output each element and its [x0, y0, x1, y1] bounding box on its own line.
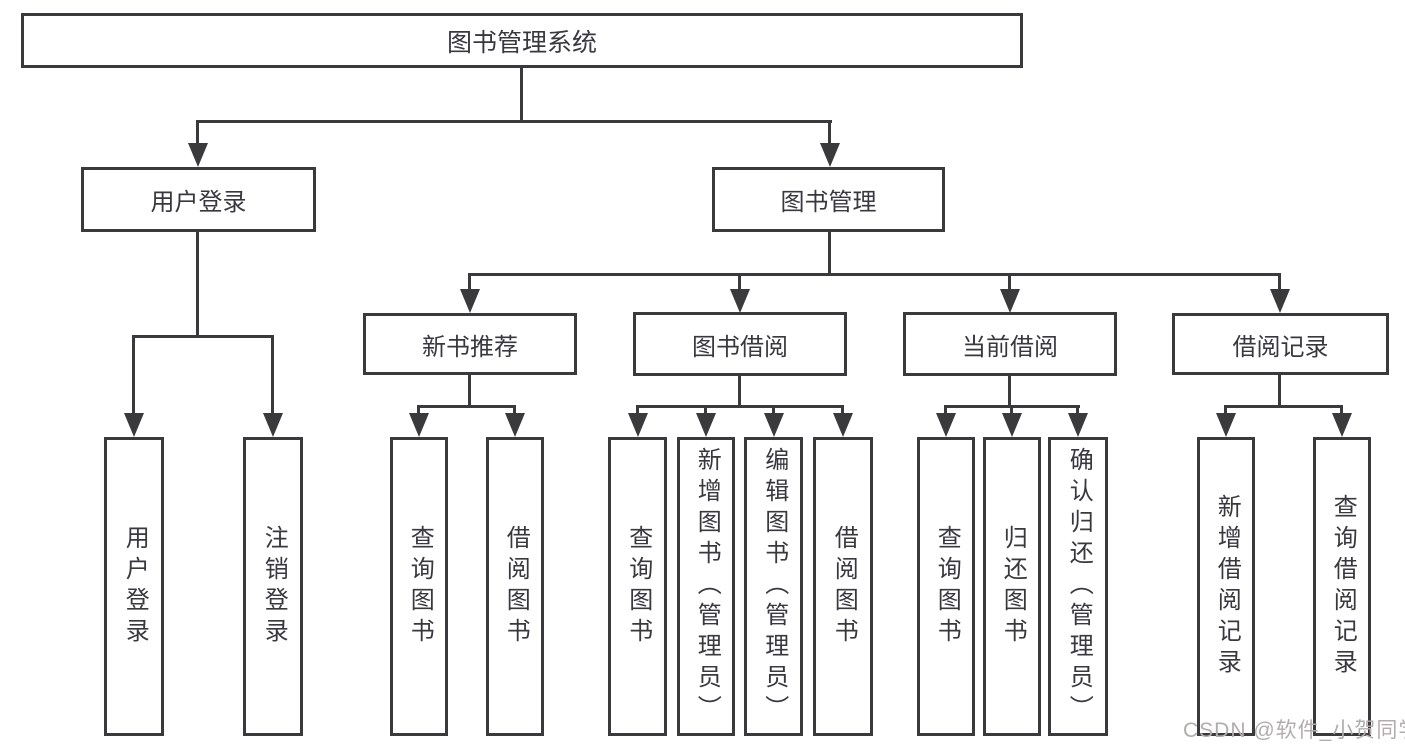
leaf-label: 编辑图书（管理员）: [760, 447, 788, 726]
arrow-head: [505, 413, 525, 437]
leaf-user-login: 用户登录: [104, 437, 164, 736]
connector-line: [1076, 405, 1079, 417]
arrow-head: [460, 289, 480, 313]
connector-line: [636, 405, 639, 417]
connector-line: [738, 376, 741, 405]
arrow-head: [409, 413, 429, 437]
node-new-book-recommend: 新书推荐: [363, 313, 577, 375]
connector-line: [828, 120, 831, 148]
leaf-confirm-return-admin: 确认归还（管理员）: [1048, 437, 1108, 736]
connector-line: [772, 405, 775, 417]
leaf-label: 确认归还（管理员）: [1065, 447, 1093, 726]
connector-line: [1010, 405, 1013, 417]
node-label: 图书管理: [780, 189, 877, 216]
leaf-label: 归还图书: [999, 524, 1027, 649]
arrow-head: [833, 413, 853, 437]
connector-line: [196, 120, 832, 123]
connector-line: [1224, 405, 1343, 408]
node-label: 新书推荐: [422, 333, 518, 361]
leaf-borrow-books-recommend: 借阅图书: [486, 437, 544, 736]
arrow-head: [124, 413, 144, 437]
connector-line: [271, 335, 274, 417]
leaf-label: 用户登录: [121, 524, 149, 649]
leaf-logout: 注销登录: [243, 437, 303, 736]
leaf-label: 借阅图书: [502, 524, 530, 649]
arrow-head: [1068, 413, 1088, 437]
arrow-head: [1270, 289, 1290, 313]
connector-line: [944, 405, 947, 417]
leaf-query-borrow-record: 查询借阅记录: [1313, 437, 1371, 736]
connector-line: [468, 273, 471, 291]
connector-line: [468, 273, 1281, 276]
connector-line: [1278, 273, 1281, 291]
arrow-head: [1000, 289, 1020, 313]
leaf-query-books-borrowing: 查询图书: [608, 437, 667, 736]
connector-line: [132, 335, 274, 338]
leaf-query-books-recommend: 查询图书: [390, 437, 448, 736]
node-book-borrowing: 图书借阅: [633, 312, 847, 376]
arrow-head: [1332, 413, 1352, 437]
node-label: 图书管理系统: [446, 28, 597, 57]
arrow-head: [936, 413, 956, 437]
leaf-label: 借阅图书: [830, 524, 858, 649]
connector-line: [1008, 273, 1011, 291]
connector-line: [1340, 405, 1343, 417]
node-current-borrowing: 当前借阅: [903, 312, 1117, 376]
leaf-add-borrow-record: 新增借阅记录: [1197, 437, 1255, 736]
leaf-label: 新增借阅记录: [1213, 493, 1241, 680]
node-label: 图书借阅: [692, 333, 788, 361]
leaf-return-books: 归还图书: [983, 437, 1041, 736]
arrow-head: [188, 143, 208, 167]
leaf-add-books-admin: 新增图书（管理员）: [677, 437, 735, 736]
connector-line: [636, 405, 844, 408]
connector-line: [520, 68, 523, 120]
arrow-head: [1002, 413, 1022, 437]
node-borrow-records: 借阅记录: [1172, 313, 1389, 375]
node-label: 当前借阅: [962, 333, 1058, 361]
leaf-query-books-current: 查询图书: [917, 437, 975, 736]
connector-line: [1278, 375, 1281, 405]
node-label: 借阅记录: [1232, 333, 1329, 361]
node-label: 用户登录: [150, 189, 247, 216]
arrow-head: [764, 413, 784, 437]
connector-line: [841, 405, 844, 417]
leaf-label: 查询图书: [624, 524, 652, 649]
connector-line: [513, 405, 516, 417]
node-book-management: 图书管理: [712, 167, 945, 232]
leaf-edit-books-admin: 编辑图书（管理员）: [744, 437, 803, 736]
connector-line: [417, 405, 516, 408]
connector-line: [196, 232, 199, 335]
arrow-head: [1216, 413, 1236, 437]
csdn-watermark: CSDN @软件_小贺同学: [1183, 719, 1405, 742]
connector-line: [1008, 376, 1011, 405]
connector-line: [417, 405, 420, 417]
connector-line: [196, 120, 199, 148]
node-user-login: 用户登录: [81, 167, 316, 232]
leaf-label: 查询图书: [933, 524, 961, 649]
leaf-label: 查询借阅记录: [1329, 493, 1357, 680]
leaf-label: 注销登录: [260, 524, 288, 649]
node-library-system: 图书管理系统: [21, 13, 1023, 68]
connector-line: [704, 405, 707, 417]
leaf-borrow-books: 借阅图书: [813, 437, 873, 736]
connector-line: [132, 335, 135, 417]
leaf-label: 新增图书（管理员）: [693, 447, 721, 726]
connector-line: [1224, 405, 1227, 417]
arrow-head: [628, 413, 648, 437]
connector-line: [828, 232, 831, 273]
arrow-head: [820, 143, 840, 167]
leaf-label: 查询图书: [406, 524, 434, 649]
arrow-head: [263, 413, 283, 437]
connector-line: [738, 273, 741, 291]
connector-line: [468, 375, 471, 405]
arrow-head: [730, 289, 750, 313]
arrow-head: [696, 413, 716, 437]
